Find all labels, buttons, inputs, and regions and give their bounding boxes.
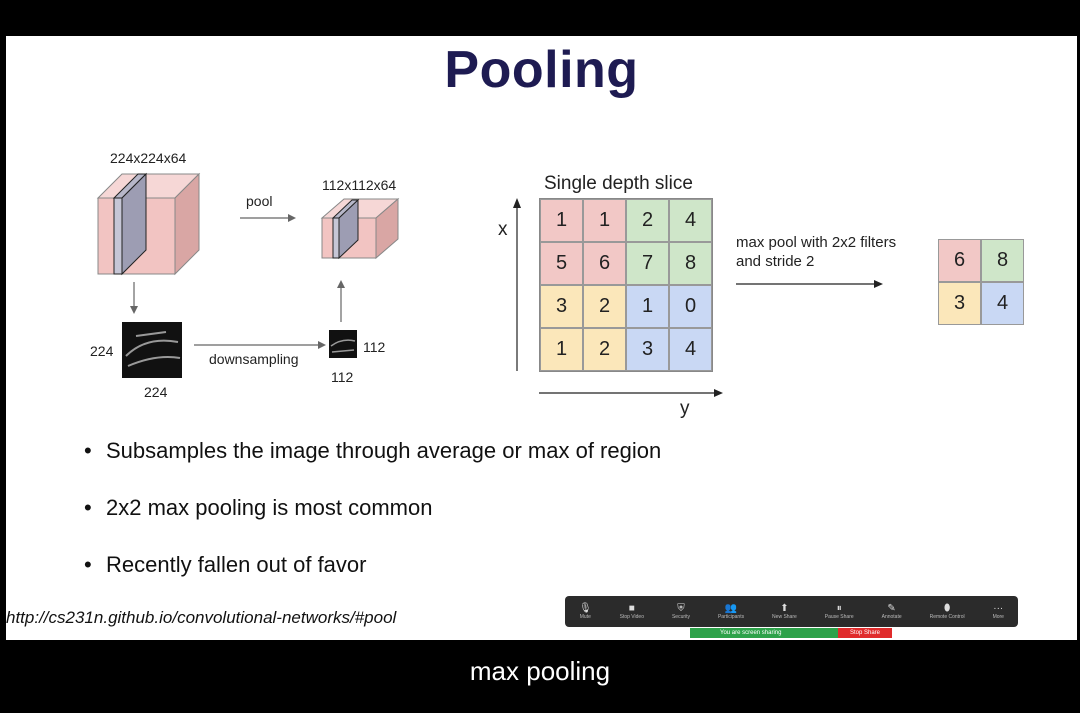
pause-icon: ⏸ xyxy=(836,603,842,614)
output-bottom-label: 112 xyxy=(331,369,354,385)
grid-cell: 2 xyxy=(583,285,626,328)
output-volume-label: 112x112x64 xyxy=(322,177,397,193)
toolbar-label: New Share xyxy=(772,614,797,620)
result-cell: 8 xyxy=(981,239,1024,282)
grid-cell: 2 xyxy=(626,199,669,242)
axes-arrows xyxy=(513,198,723,397)
toolbar-label: Security xyxy=(671,614,691,620)
bullet-item: •2x2 max pooling is most common xyxy=(84,495,433,520)
depth-slice-title: Single depth slice xyxy=(544,173,693,194)
input-side-label: 224 xyxy=(90,343,114,359)
source-url[interactable]: http://cs231n.github.io/convolutional-ne… xyxy=(6,608,397,627)
remote-control-icon: ⬮ xyxy=(943,603,951,614)
x-axis-label: x xyxy=(498,219,508,240)
microphone-icon: 🎙 xyxy=(578,603,592,614)
annotate-button[interactable]: ✎Annotate xyxy=(882,603,902,620)
grid-cell: 6 xyxy=(583,242,626,285)
grid-cell: 4 xyxy=(669,328,712,371)
remote-control-button[interactable]: ⬮Remote Control xyxy=(930,603,965,620)
grid-cell: 3 xyxy=(626,328,669,371)
operation-label-line1: max pool with 2x2 filters xyxy=(736,234,897,251)
zoom-meeting-toolbar: 🎙Mute ■Stop Video ⛨Security 👥Participants ⬆N… xyxy=(565,596,1018,627)
downsampling-label: downsampling xyxy=(209,351,299,367)
grid-cell: 1 xyxy=(626,285,669,328)
bullet-item: •Recently fallen out of favor xyxy=(84,552,367,577)
participants-button[interactable]: 👥Participants xyxy=(718,603,744,620)
screen-sharing-status: You are screen sharing xyxy=(690,628,890,638)
grid-cell: 4 xyxy=(669,199,712,242)
pool-label: pool xyxy=(246,193,273,209)
grid-cell: 1 xyxy=(540,199,583,242)
grid-cell: 7 xyxy=(626,242,669,285)
grid-cell: 5 xyxy=(540,242,583,285)
input-volume-label: 224x224x64 xyxy=(110,150,187,166)
toolbar-label: More xyxy=(992,614,1004,620)
more-icon: ··· xyxy=(993,603,1004,614)
toolbar-label: Participants xyxy=(717,614,745,620)
toolbar-label: Mute xyxy=(579,614,591,620)
downsampling-diagram xyxy=(96,172,400,378)
grid-cell: 2 xyxy=(583,328,626,371)
new-share-icon: ⬆ xyxy=(780,603,789,614)
mute-button[interactable]: 🎙Mute xyxy=(579,603,592,620)
stop-video-button[interactable]: ■Stop Video xyxy=(620,603,644,620)
grid-cell: 0 xyxy=(669,285,712,328)
grid-cell: 3 xyxy=(540,285,583,328)
stop-share-button[interactable]: Stop Share xyxy=(838,628,892,638)
grid-cell: 8 xyxy=(669,242,712,285)
slide-title: Pooling xyxy=(444,41,639,99)
output-side-label: 112 xyxy=(363,339,386,355)
operation-label-line2: and stride 2 xyxy=(736,253,815,270)
shield-icon: ⛨ xyxy=(677,603,685,614)
y-axis-label: y xyxy=(680,398,690,419)
new-share-button[interactable]: ⬆New Share xyxy=(772,603,797,620)
toolbar-label: Annotate xyxy=(881,614,902,620)
grid-cell: 1 xyxy=(540,328,583,371)
participants-icon: 👥 xyxy=(724,603,738,614)
result-cell: 6 xyxy=(938,239,981,282)
video-caption: max pooling xyxy=(469,656,611,686)
grid-cell: 1 xyxy=(583,199,626,242)
pause-share-button[interactable]: ⏸Pause Share xyxy=(825,603,854,620)
toolbar-label: Stop Video xyxy=(619,614,644,620)
result-cell: 4 xyxy=(981,282,1024,325)
toolbar-label: Pause Share xyxy=(824,614,854,620)
presentation-slide: Pooling 224x224x64 pool 112x112x64 224 2 xyxy=(6,36,1077,640)
pencil-icon: ✎ xyxy=(887,603,896,614)
more-button[interactable]: ···More xyxy=(993,603,1004,620)
bullet-item: •Subsamples the image through average or… xyxy=(84,438,662,463)
operation-arrow xyxy=(736,280,883,288)
result-cell: 3 xyxy=(938,282,981,325)
security-button[interactable]: ⛨Security xyxy=(672,603,690,620)
video-camera-icon: ■ xyxy=(628,603,635,614)
input-bottom-label: 224 xyxy=(144,384,168,400)
toolbar-label: Remote Control xyxy=(929,614,965,620)
